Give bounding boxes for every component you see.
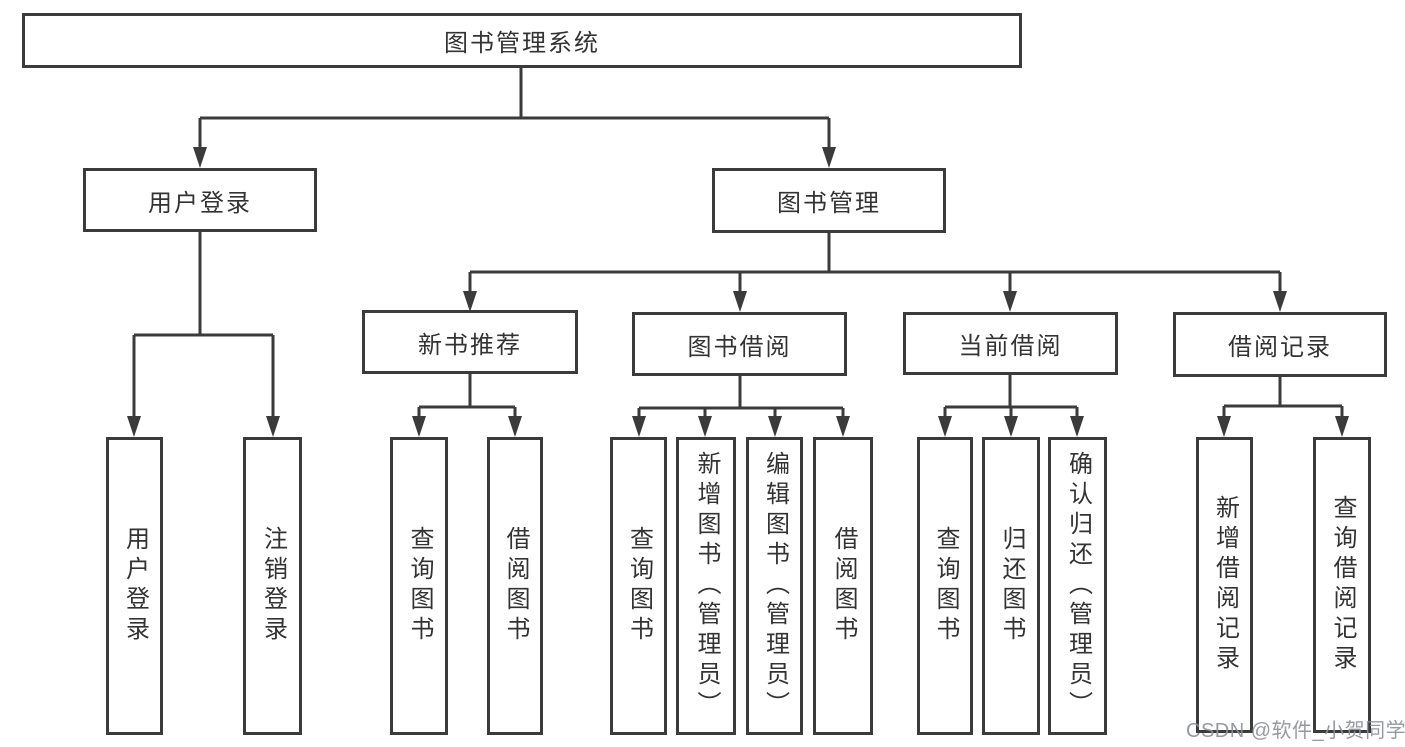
leaf-return-book: 归还图书 <box>982 437 1040 735</box>
connector-lines <box>132 68 1344 423</box>
leaf-query-books-recommend: 查询图书 <box>390 437 448 735</box>
leaf-logout-label: 注销登录 <box>259 526 287 646</box>
node-book-borrowing-label: 图书借阅 <box>687 333 792 361</box>
leaf-query-books-current: 查询图书 <box>917 437 973 735</box>
leaf-query-books-recommend-label: 查询图书 <box>406 526 433 646</box>
leaf-user-login-label: 用户登录 <box>121 526 149 646</box>
leaf-logout: 注销登录 <box>243 437 302 735</box>
leaf-confirm-return-admin: 确认归还（管理员） <box>1048 437 1107 735</box>
leaf-borrow-books-recommend-label: 借阅图书 <box>502 526 529 646</box>
node-root-label: 图书管理系统 <box>444 30 600 57</box>
node-user-login-label: 用户登录 <box>148 189 252 217</box>
node-book-management: 图书管理 <box>712 168 946 233</box>
leaf-add-borrow-record: 新增借阅记录 <box>1196 437 1253 733</box>
leaf-confirm-return-admin-label: 确认归还（管理员） <box>1064 451 1092 721</box>
node-root: 图书管理系统 <box>22 13 1022 68</box>
leaf-borrow-books: 借阅图书 <box>813 437 873 735</box>
leaf-query-books-borrowing: 查询图书 <box>610 437 667 735</box>
leaf-user-login: 用户登录 <box>106 437 163 735</box>
node-current-borrowing: 当前借阅 <box>903 312 1118 375</box>
leaf-borrow-books-recommend: 借阅图书 <box>487 437 543 735</box>
leaf-borrow-books-label: 借阅图书 <box>830 526 857 646</box>
leaf-query-borrow-record: 查询借阅记录 <box>1313 437 1371 733</box>
node-book-borrowing: 图书借阅 <box>632 312 847 376</box>
leaf-edit-book-admin: 编辑图书（管理员） <box>746 437 803 735</box>
node-borrow-records-label: 借阅记录 <box>1228 334 1332 361</box>
leaf-add-borrow-record-label: 新增借阅记录 <box>1211 495 1239 675</box>
node-new-book-recommend-label: 新书推荐 <box>418 331 522 359</box>
leaf-add-book-admin-label: 新增图书（管理员） <box>693 451 720 721</box>
leaf-add-book-admin: 新增图书（管理员） <box>676 437 736 735</box>
leaf-query-books-borrowing-label: 查询图书 <box>625 526 653 646</box>
leaf-return-book-label: 归还图书 <box>998 526 1025 646</box>
leaf-query-books-current-label: 查询图书 <box>932 526 959 646</box>
node-new-book-recommend: 新书推荐 <box>362 310 578 374</box>
csdn-watermark: CSDN @软件_小贺同学 <box>1186 720 1405 742</box>
connector-arrowheads <box>127 147 1349 437</box>
leaf-query-borrow-record-label: 查询借阅记录 <box>1329 495 1356 675</box>
node-borrow-records: 借阅记录 <box>1173 312 1387 377</box>
node-user-login: 用户登录 <box>83 168 317 232</box>
leaf-edit-book-admin-label: 编辑图书（管理员） <box>761 451 789 721</box>
node-book-management-label: 图书管理 <box>777 190 881 217</box>
node-current-borrowing-label: 当前借阅 <box>958 333 1063 360</box>
